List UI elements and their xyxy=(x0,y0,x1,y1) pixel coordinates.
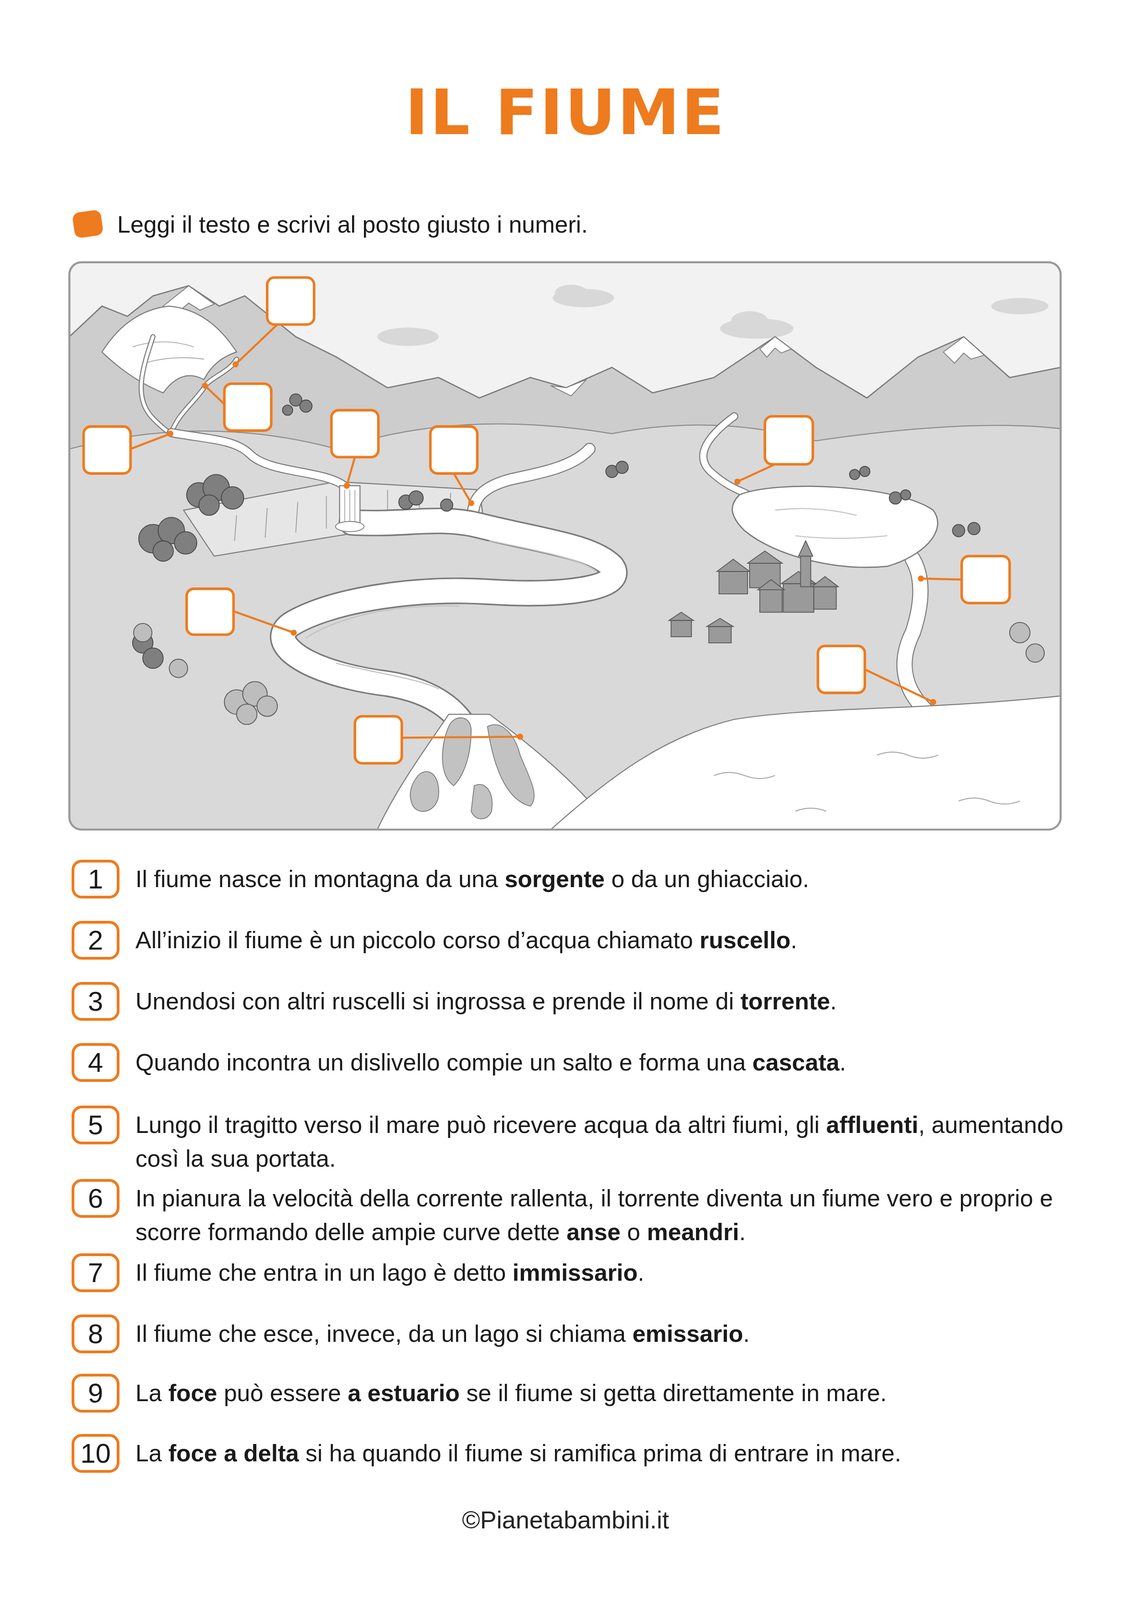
keyword: a estuario xyxy=(347,1379,460,1406)
number-box: 6 xyxy=(71,1178,120,1218)
keyword: anse xyxy=(566,1218,621,1246)
number-box: 10 xyxy=(71,1433,120,1473)
callout-number: 7 xyxy=(88,1259,104,1287)
instruction: Leggi il testo e scrivi al posto giusto … xyxy=(117,207,1075,242)
keyword: cascata xyxy=(752,1048,840,1076)
sentence: Quando incontra un dislivello compie un … xyxy=(135,1045,1085,1080)
sentence: Unendosi con altri ruscelli si ingrossa … xyxy=(135,984,1085,1018)
sentence: Il fiume che entra in un lago è detto im… xyxy=(135,1255,1085,1290)
callout-number: 8 xyxy=(88,1320,104,1348)
callout-number: 10 xyxy=(80,1439,111,1468)
bullet xyxy=(72,209,104,239)
number-box: 7 xyxy=(71,1253,120,1292)
callout-number: 3 xyxy=(88,987,104,1016)
callout-number: 2 xyxy=(88,926,104,955)
number-box: 8 xyxy=(71,1314,120,1354)
leader-lines xyxy=(130,324,962,738)
number-box: 2 xyxy=(71,920,120,960)
number-box: 4 xyxy=(71,1042,120,1082)
sentence: All’inizio il fiume è un piccolo corso d… xyxy=(135,923,1085,957)
sentence: La foce a delta si ha quando il fiume si… xyxy=(135,1436,1085,1470)
frame-ground xyxy=(69,262,1061,830)
callout-number: 9 xyxy=(88,1379,104,1407)
keyword: ruscello xyxy=(699,926,791,954)
keyword: immissario xyxy=(512,1259,639,1286)
keyword: meandri xyxy=(647,1218,740,1246)
illustration-frame xyxy=(69,262,1061,830)
page-title: IL FIUME xyxy=(0,78,1131,148)
keyword: foce xyxy=(168,1379,218,1406)
number-box: 1 xyxy=(71,859,120,899)
callout-number: 1 xyxy=(88,865,104,893)
keyword: foce a delta xyxy=(168,1439,299,1467)
number-box: 5 xyxy=(71,1105,120,1145)
number-box: 9 xyxy=(71,1373,120,1413)
number-box: 3 xyxy=(71,981,120,1021)
callout-number: 6 xyxy=(88,1184,104,1213)
callout-number: 5 xyxy=(88,1111,104,1139)
keyword: torrente xyxy=(740,987,831,1015)
sentence: Il fiume nasce in montagna da una sorgen… xyxy=(135,861,1085,896)
sentence: Lungo il tragitto verso il mare può rice… xyxy=(135,1107,1085,1176)
keyword: affluenti xyxy=(826,1111,919,1138)
callout-number: 4 xyxy=(88,1048,104,1077)
copyright: ©Pianetabambini.it xyxy=(0,1502,1131,1537)
answer-boxes xyxy=(83,277,1010,764)
sentence: La foce può essere a estuario se il fium… xyxy=(135,1375,1085,1410)
sentence: Il fiume che esce, invece, da un lago si… xyxy=(135,1316,1085,1351)
keyword: sorgente xyxy=(504,865,605,893)
keyword: emissario xyxy=(632,1320,744,1347)
landscape xyxy=(69,284,1061,830)
sentence: In pianura la velocità della corrente ra… xyxy=(135,1181,1085,1249)
leader-dots xyxy=(167,361,937,740)
